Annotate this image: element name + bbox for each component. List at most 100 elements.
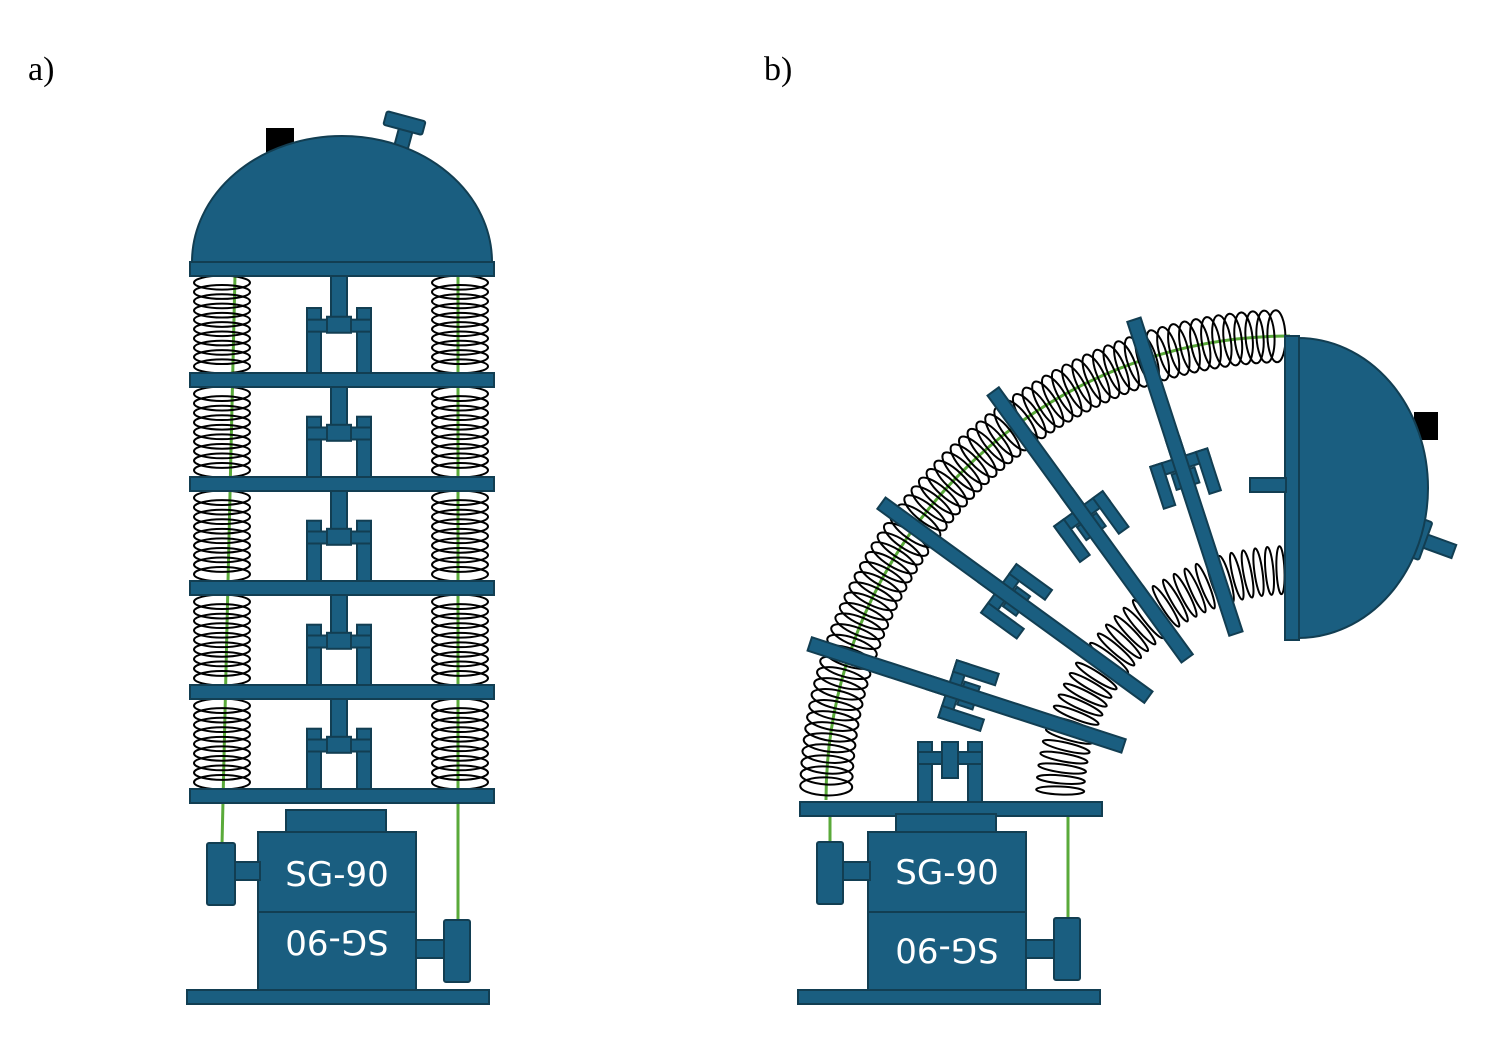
joint-yoke-right (356, 623, 372, 687)
spring-coil (431, 442, 489, 460)
spring-coil (801, 743, 856, 764)
pulley-shaft-left-b (841, 861, 871, 881)
spring-coil (1104, 623, 1143, 660)
spring-coil (804, 721, 858, 743)
spring-coil (193, 442, 251, 460)
joint-cross (326, 735, 352, 754)
spring-coil (431, 462, 489, 479)
dome-head-bent (1249, 335, 1458, 641)
spring-coil (1233, 311, 1254, 366)
spring-coil (193, 518, 251, 535)
tendon-left (220, 274, 237, 846)
spring-coil (834, 612, 886, 641)
joint-yoke-left (1052, 517, 1092, 564)
spring-coil (431, 423, 489, 441)
segment-plate (189, 580, 495, 596)
spring-coil (193, 670, 251, 687)
spring-coil (431, 631, 489, 649)
spring-coil (431, 641, 489, 658)
spring-coil (1172, 572, 1198, 618)
spring-coil (1122, 606, 1157, 646)
spring-coil (431, 452, 489, 469)
spring-coil (806, 710, 860, 732)
spring-coil (431, 527, 489, 545)
spring-coil (864, 551, 913, 584)
spring-coil (1252, 547, 1265, 597)
spring-coil (431, 707, 489, 724)
spring-coil (431, 321, 489, 338)
spring-coil (1068, 671, 1113, 699)
spring-coil (431, 339, 489, 356)
spring-coil (193, 641, 251, 658)
spring-coil (1051, 369, 1083, 418)
dome-base-plate (189, 261, 495, 277)
spring-coil (193, 462, 251, 479)
spring-coil (1031, 380, 1065, 428)
base-joint (917, 741, 983, 805)
spring-coil (1167, 323, 1191, 376)
spring-coil (431, 293, 489, 310)
pulley-left-b (816, 841, 844, 905)
spring-coil (941, 451, 983, 493)
spring-arc-inner (1035, 545, 1286, 796)
panel-b-label: b) (764, 51, 792, 88)
segment-plate (189, 476, 495, 492)
spring-coil (193, 764, 251, 781)
spring-coil (1035, 785, 1086, 796)
joint-cross (326, 631, 352, 650)
spring-coil (193, 404, 251, 422)
spring-coil (843, 591, 894, 621)
spring-coil (975, 420, 1014, 465)
spring-coil (933, 459, 976, 500)
joint-yoke-right (356, 727, 372, 791)
segment-plates-bent (806, 316, 1244, 754)
bent-robot: SG-90 SG-90 (797, 309, 1458, 1005)
segment-plate-bent (986, 385, 1195, 664)
spring-coil (1062, 682, 1108, 708)
spring-coil (431, 745, 489, 762)
spring-coil (431, 764, 489, 781)
spring-coil (1071, 358, 1102, 408)
spring-coil (1275, 545, 1286, 596)
spring-coil (193, 622, 251, 639)
spring-coil (193, 716, 251, 734)
spring-coil (431, 726, 489, 743)
spring-coil (910, 485, 955, 524)
dome-head (189, 110, 495, 277)
joint-cross (326, 527, 352, 546)
spring-coil (431, 499, 489, 516)
spring-coil (193, 745, 251, 762)
spring-coil (431, 518, 489, 535)
spring-coil (1041, 739, 1091, 755)
dome-shell (190, 135, 494, 263)
spring-coil (193, 527, 251, 545)
dome-base-plate-b (1284, 335, 1300, 641)
spring-coil (431, 622, 489, 639)
spring-coil (193, 339, 251, 356)
segment-plate (189, 788, 495, 804)
spring-coil (431, 433, 489, 450)
joint-yoke-left (1148, 461, 1177, 510)
spring-coil (431, 556, 489, 573)
joint-yoke-right (1194, 447, 1223, 496)
servo-label-top-b: SG-90 (895, 853, 998, 893)
joint-cross (326, 315, 352, 334)
spring-coil (1194, 562, 1216, 610)
spring-coil (813, 677, 866, 701)
spring-coil (870, 541, 918, 575)
backbone-joints (306, 275, 372, 791)
servo-bottom-body-b (867, 911, 1027, 991)
segment-plate (189, 372, 495, 388)
spring-coil (193, 433, 251, 450)
spring-coil (431, 537, 489, 554)
spring-coil (1052, 704, 1100, 726)
spring-column-right (431, 274, 489, 791)
spring-coil (1102, 344, 1131, 396)
servo-top-body-b (867, 831, 1027, 913)
spring-coil (193, 349, 251, 366)
spring-column-left (193, 274, 251, 791)
spring-coil (193, 603, 251, 620)
spring-coil (193, 508, 251, 526)
spring-coil (1229, 551, 1245, 601)
